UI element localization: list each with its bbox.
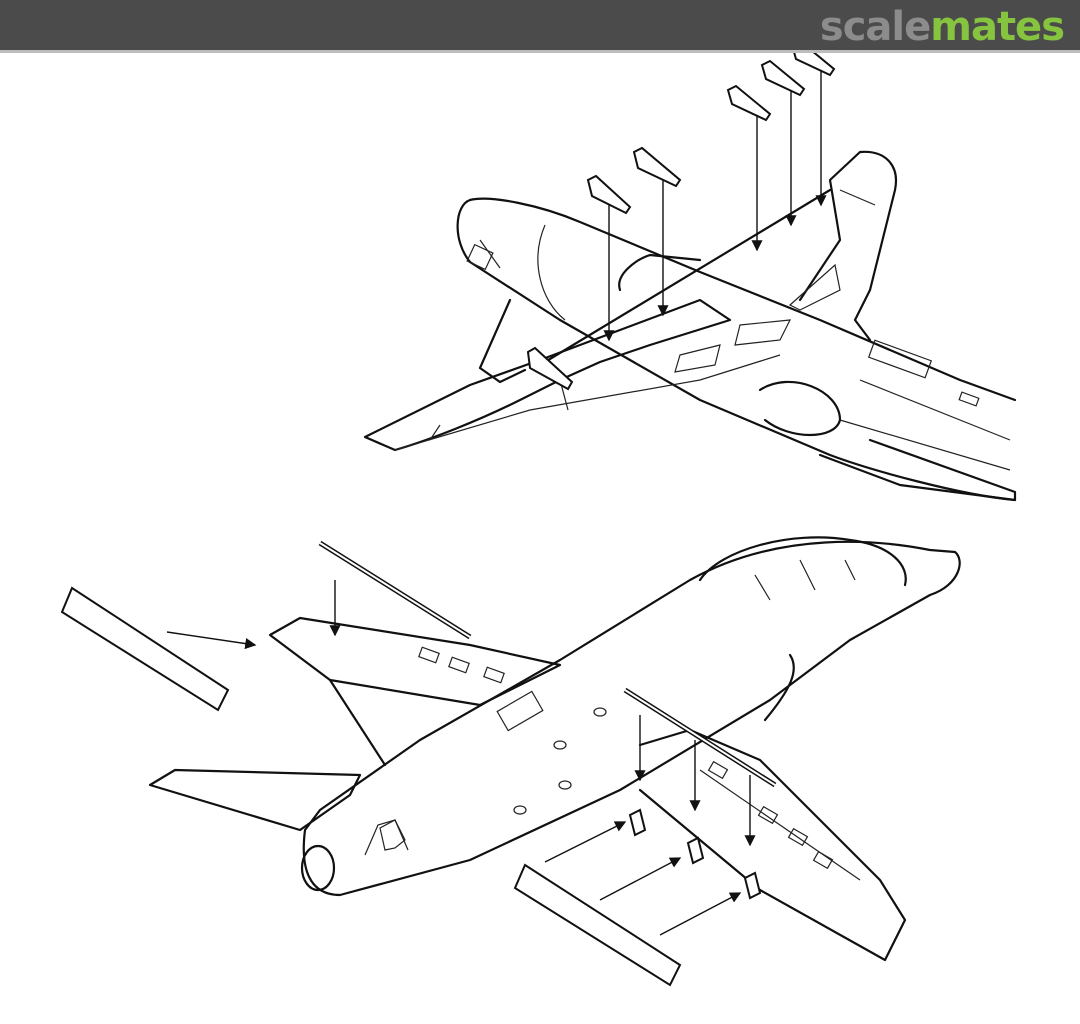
fence-rod-parts [318, 540, 777, 788]
assembly-arrows-bottom [166, 580, 756, 936]
scalemates-logo[interactable]: scalemates [819, 4, 1065, 50]
tailplane-strip-part [60, 586, 230, 712]
underside-view [363, 53, 1017, 502]
instruction-diagram [0, 53, 1080, 1024]
header-bar: scalemates [0, 0, 1080, 53]
assembly-arrows-top [603, 70, 827, 342]
logo-part-mates: mates [930, 4, 1065, 50]
logo-part-scale: scale [819, 4, 931, 50]
wing-fence-small-parts [628, 808, 762, 900]
flap-strip-part [513, 863, 682, 987]
wing-fence-parts [526, 53, 836, 391]
upper-view [60, 536, 961, 987]
